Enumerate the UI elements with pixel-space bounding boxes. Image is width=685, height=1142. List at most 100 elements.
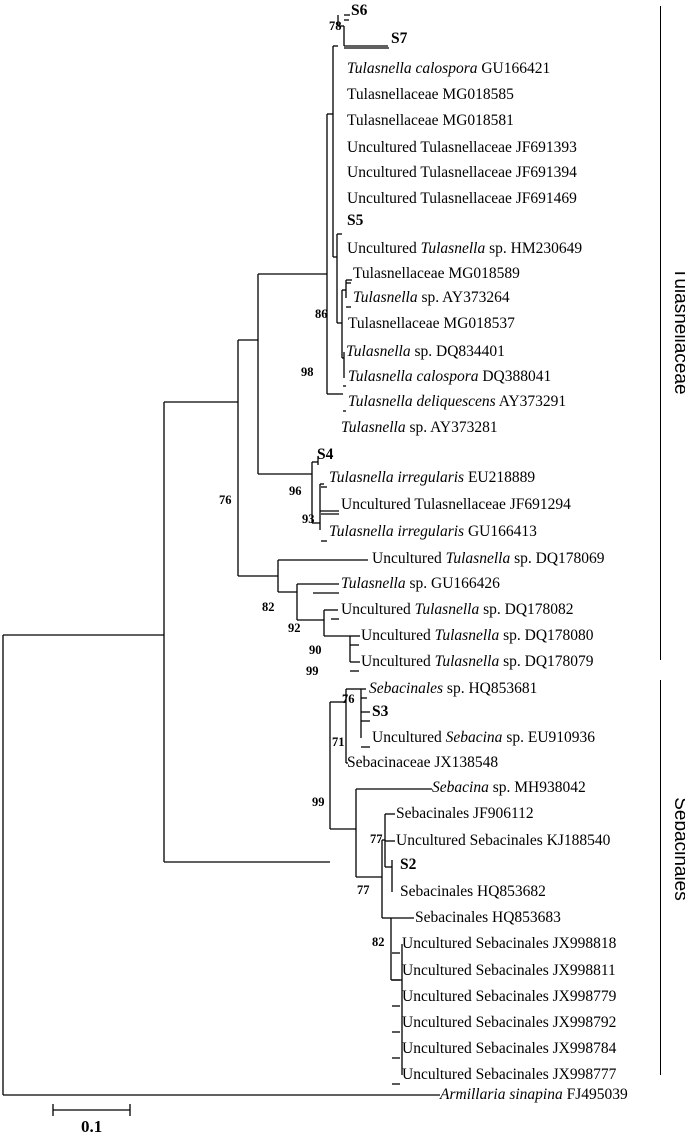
taxon-label-part: Uncultured Sebacinales KJ188540 xyxy=(396,832,611,849)
taxon-label-part: GU166421 xyxy=(477,60,551,77)
taxon-label-part: Uncultured xyxy=(361,653,435,670)
taxon-label: Sebacina sp. MH938042 xyxy=(432,779,586,797)
taxon-label-part: Tulasnella calospora xyxy=(348,368,479,385)
taxon-label: Uncultured Tulasnella sp. DQ178069 xyxy=(372,550,605,568)
taxon-label-part: Tulasnella deliquescens xyxy=(348,393,496,410)
bootstrap-value: 76 xyxy=(342,692,355,706)
taxon-label-part: Tulasnella xyxy=(434,627,500,644)
taxon-label-part: Armillaria sinapina xyxy=(440,1086,563,1103)
taxon-label: Armillaria sinapina FJ495039 xyxy=(440,1086,628,1104)
taxon-label-part: sp. EU910936 xyxy=(502,729,596,746)
taxon-label: Uncultured Sebacinales JX998792 xyxy=(402,1014,616,1032)
taxon-label-part: sp. DQ178079 xyxy=(499,653,594,670)
bootstrap-value: 99 xyxy=(312,795,325,809)
scale-bar-label: 0.1 xyxy=(81,1117,103,1136)
taxon-label: Uncultured Sebacina sp. EU910936 xyxy=(372,729,595,747)
taxon-label-part: Uncultured Tulasnellaceae JF691394 xyxy=(347,164,577,181)
taxon-label-part: sp. DQ834401 xyxy=(410,343,505,360)
taxon-label-part: Sebacina xyxy=(445,729,503,746)
taxon-label: Sebacinales JF906112 xyxy=(396,805,534,823)
taxon-label-part: Uncultured Sebacinales JX998777 xyxy=(402,1066,617,1083)
taxon-label-part: FJ495039 xyxy=(562,1086,628,1103)
taxon-label-part: Uncultured xyxy=(341,601,415,618)
taxon-label-part: Uncultured Sebacinales JX998811 xyxy=(402,962,616,979)
taxon-label-part: Tulasnellaceae MG018589 xyxy=(353,265,520,282)
taxon-label-part: Uncultured Sebacinales JX998792 xyxy=(402,1014,617,1031)
bootstrap-value: 82 xyxy=(372,935,385,949)
taxon-label-part: Tulasnellaceae MG018585 xyxy=(347,86,514,103)
taxon-label: Tulasnella calospora DQ388041 xyxy=(348,368,551,386)
taxon-label-part: Uncultured xyxy=(347,240,421,257)
taxon-label: Tulasnella irregularis GU166413 xyxy=(329,523,537,541)
sebacinales-clade-label: Sebacinales xyxy=(670,797,685,901)
taxon-label: Tulasnella calospora GU166421 xyxy=(347,60,550,78)
taxon-label-part: Tulasnella xyxy=(346,343,411,360)
taxon-label-part: S3 xyxy=(372,703,389,720)
taxon-label-part: Uncultured Tulasnellaceae JF691469 xyxy=(347,190,577,207)
taxon-label-part: Sebacinales HQ853683 xyxy=(415,909,561,926)
taxon-label-part: Sebacinales xyxy=(369,680,444,697)
taxon-label: Tulasnella deliquescens AY373291 xyxy=(348,393,566,411)
sebacinales-clade-bar xyxy=(660,680,661,1075)
bootstrap-value: 77 xyxy=(370,832,383,846)
taxon-label: Tulasnella sp. GU166426 xyxy=(341,575,500,593)
taxon-label-part: Tulasnellaceae MG018581 xyxy=(347,112,514,129)
taxon-label-part: Tulasnellaceae MG018537 xyxy=(348,315,515,332)
taxon-label-part: Tulasnella irregularis xyxy=(329,523,465,540)
taxon-label-part: Tulasnella calospora xyxy=(347,60,478,77)
taxon-label: Sebacinales sp. HQ853681 xyxy=(369,680,537,698)
taxon-label: Uncultured Tulasnella sp. HM230649 xyxy=(347,240,582,258)
taxon-label-part: Uncultured xyxy=(361,627,435,644)
taxon-label-part: Tulasnella xyxy=(341,419,406,436)
taxon-label-part: Uncultured Tulasnellaceae JF691294 xyxy=(341,496,571,513)
taxon-label: Uncultured Tulasnellaceae JF691294 xyxy=(341,496,571,514)
taxon-label-part: Tulasnella xyxy=(445,550,511,567)
taxon-label-part: sp. AY373281 xyxy=(405,419,498,436)
bootstrap-value: 77 xyxy=(357,883,370,897)
taxon-label-part: sp. DQ178080 xyxy=(499,627,594,644)
taxon-label-part: Uncultured xyxy=(372,729,446,746)
taxon-label-part: sp. DQ178082 xyxy=(479,601,574,618)
bootstrap-value: 93 xyxy=(302,512,315,526)
bootstrap-value: 71 xyxy=(332,735,345,749)
taxon-label-part: sp. DQ178069 xyxy=(510,550,605,567)
taxon-label: Uncultured Tulasnella sp. DQ178080 xyxy=(361,627,594,645)
taxon-label-part: Sebacinales HQ853682 xyxy=(400,883,546,900)
taxon-label: Uncultured Tulasnella sp. DQ178082 xyxy=(341,601,574,619)
taxon-label: Uncultured Tulasnellaceae JF691393 xyxy=(347,139,577,157)
bootstrap-value: 86 xyxy=(315,307,328,321)
taxon-label: Tulasnella sp. AY373264 xyxy=(353,289,510,307)
taxon-label-part: sp. AY373264 xyxy=(417,289,510,306)
bootstrap-value: 90 xyxy=(309,643,322,657)
bootstrap-value: 82 xyxy=(262,600,275,614)
tulasnellaceae-clade-label: Tulasnellaceae xyxy=(670,267,685,395)
taxon-label: Tulasnellaceae MG018585 xyxy=(347,86,514,104)
taxon-label-part: Uncultured xyxy=(372,550,446,567)
taxon-label: Sebacinaceae JX138548 xyxy=(347,754,498,772)
taxon-label: Uncultured Sebacinales JX998784 xyxy=(402,1040,616,1058)
taxon-label: Tulasnella sp. DQ834401 xyxy=(346,343,505,361)
taxon-label-part: Uncultured Tulasnellaceae JF691393 xyxy=(347,139,577,156)
taxon-label: Uncultured Sebacinales JX998818 xyxy=(402,935,616,953)
taxon-label-part: Uncultured Sebacinales JX998818 xyxy=(402,935,617,952)
taxon-label: Uncultured Sebacinales JX998811 xyxy=(402,962,616,980)
taxon-label-part: DQ388041 xyxy=(478,368,552,385)
taxon-label-part: Tulasnella xyxy=(353,289,418,306)
taxon-label-part: AY373291 xyxy=(495,393,567,410)
taxon-label-part: Tulasnella xyxy=(434,653,500,670)
taxon-label-part: Tulasnella xyxy=(420,240,486,257)
taxon-label-part: S5 xyxy=(347,212,364,229)
bootstrap-value: 92 xyxy=(288,621,301,635)
taxon-label: S5 xyxy=(347,212,363,230)
taxon-label: Uncultured Sebacinales JX998777 xyxy=(402,1066,616,1084)
taxon-label-part: Uncultured Sebacinales JX998784 xyxy=(402,1040,617,1057)
taxon-label-part: sp. MH938042 xyxy=(488,779,586,796)
taxon-label: Uncultured Sebacinales KJ188540 xyxy=(396,832,610,850)
taxon-label: Uncultured Tulasnellaceae JF691469 xyxy=(347,190,577,208)
bootstrap-value: 98 xyxy=(301,365,314,379)
taxon-label: Tulasnella irregularis EU218889 xyxy=(329,469,535,487)
taxon-label: S6 xyxy=(351,2,367,20)
taxon-label-part: Tulasnella irregularis xyxy=(329,469,465,486)
taxon-label: Sebacinales HQ853682 xyxy=(400,883,546,901)
